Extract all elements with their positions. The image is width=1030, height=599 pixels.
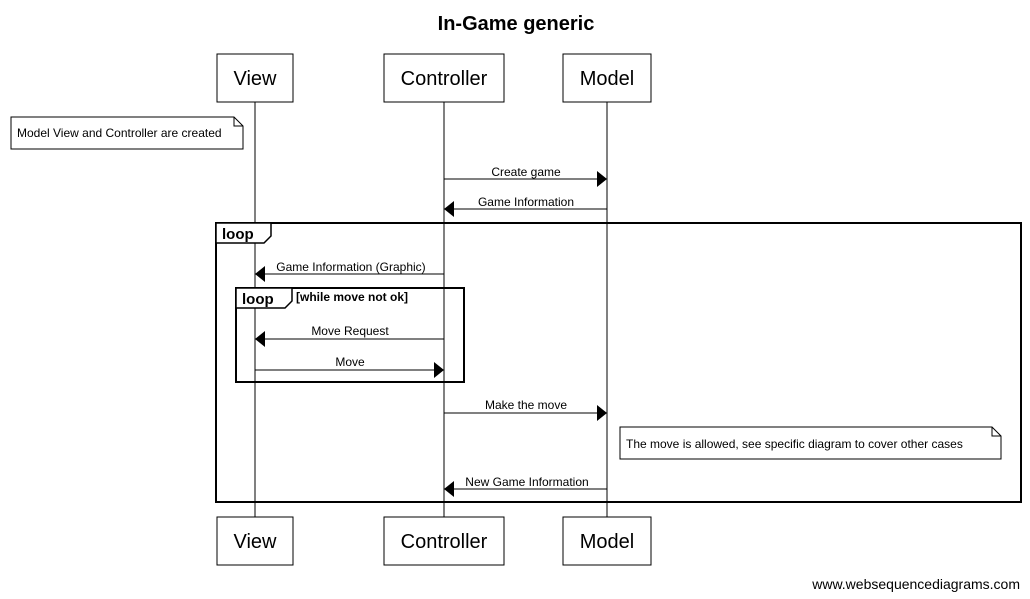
message-move-request-label: Move Request bbox=[311, 324, 389, 338]
note-allowed: The move is allowed, see specific diagra… bbox=[619, 426, 1002, 460]
message-game-information: Game Information bbox=[444, 195, 607, 217]
actor-view-bottom: View bbox=[216, 516, 294, 566]
actor-model-label: Model bbox=[580, 531, 634, 553]
message-game-information-label: Game Information bbox=[478, 195, 574, 209]
message-new-game-information-label: New Game Information bbox=[465, 475, 588, 489]
loop-inner: loop [while move not ok] bbox=[235, 287, 465, 383]
message-move-label: Move bbox=[335, 355, 365, 369]
arrowhead-left bbox=[255, 331, 265, 347]
message-game-information-graphic: Game Information (Graphic) bbox=[255, 260, 444, 282]
actor-view-label: View bbox=[234, 531, 278, 553]
loop-inner-label: loop bbox=[242, 291, 274, 308]
actor-controller-label: Controller bbox=[401, 68, 488, 90]
message-move-request: Move Request bbox=[255, 324, 444, 347]
message-create-game-label: Create game bbox=[491, 165, 561, 179]
loop-outer-label: loop bbox=[222, 226, 254, 243]
arrowhead-left bbox=[444, 481, 454, 497]
arrowhead-right bbox=[597, 405, 607, 421]
message-create-game: Create game bbox=[444, 165, 607, 187]
arrowhead-right bbox=[434, 362, 444, 378]
message-move: Move bbox=[255, 355, 444, 378]
footer-watermark: www.websequencediagrams.com bbox=[811, 576, 1020, 592]
actor-model-top: Model bbox=[562, 53, 652, 103]
note-allowed-text: The move is allowed, see specific diagra… bbox=[626, 437, 963, 451]
actor-model-label: Model bbox=[580, 68, 634, 90]
note-created-text: Model View and Controller are created bbox=[17, 126, 222, 140]
loop-inner-condition: [while move not ok] bbox=[296, 290, 408, 304]
message-new-game-information: New Game Information bbox=[444, 475, 607, 497]
message-make-the-move-label: Make the move bbox=[485, 398, 567, 412]
actor-view-label: View bbox=[234, 68, 278, 90]
note-created: Model View and Controller are created bbox=[10, 116, 244, 150]
arrowhead-left bbox=[255, 266, 265, 282]
arrowhead-left bbox=[444, 201, 454, 217]
actor-view-top: View bbox=[216, 53, 294, 103]
actor-model-bottom: Model bbox=[562, 516, 652, 566]
actor-controller-label: Controller bbox=[401, 531, 488, 553]
diagram-title: In-Game generic bbox=[438, 13, 595, 35]
message-game-information-graphic-label: Game Information (Graphic) bbox=[276, 260, 425, 274]
arrowhead-right bbox=[597, 171, 607, 187]
actor-controller-bottom: Controller bbox=[383, 516, 505, 566]
actor-controller-top: Controller bbox=[383, 53, 505, 103]
message-make-the-move: Make the move bbox=[444, 398, 607, 421]
loop-outer: loop bbox=[215, 222, 1022, 503]
